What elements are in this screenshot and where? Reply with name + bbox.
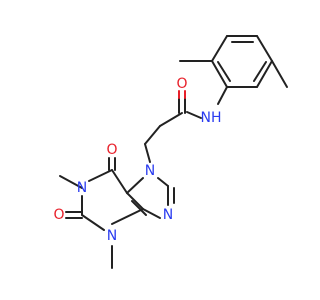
bond-c2-n3 xyxy=(81,214,105,231)
bond-n9-c4 xyxy=(142,208,161,219)
atom-o-amide: O xyxy=(176,76,187,92)
bond-carbonyl-to-ch2 xyxy=(159,112,183,127)
purine-core xyxy=(59,157,175,269)
bond-ch2-ch2 xyxy=(144,125,161,145)
atom-labels: O NH N N N N O O xyxy=(53,76,221,244)
bond-ring-2 xyxy=(211,35,228,62)
atom-n1: N xyxy=(77,180,87,196)
bond-c5-c6 xyxy=(111,169,128,194)
bond-nh-to-carbonyl xyxy=(186,111,202,119)
atom-n3: N xyxy=(107,228,117,244)
structure-diagram: O NH N N N N O O xyxy=(53,35,288,269)
bond-ring-1 xyxy=(211,60,228,88)
bond-c5-n7 xyxy=(126,177,144,194)
molecule-canvas: O NH N N N N O O xyxy=(53,35,288,269)
bond-ring-4 xyxy=(256,35,273,62)
bond-ring-5 xyxy=(256,60,273,88)
atom-o6: O xyxy=(106,142,117,158)
bond-ch2-to-n7 xyxy=(144,143,151,163)
bond-methyl-right xyxy=(271,60,288,88)
bond-n3-c4 xyxy=(111,208,144,225)
amide-chain xyxy=(144,86,228,163)
phenyl-ring xyxy=(179,35,288,88)
bond-ring-double-a xyxy=(217,61,231,82)
bond-n7-c8 xyxy=(157,177,169,187)
atom-nh-amide: NH xyxy=(201,110,222,126)
atom-n9: N xyxy=(163,207,173,223)
bond-c4-c5-inner xyxy=(131,200,147,216)
bond-c6-n1 xyxy=(88,169,113,182)
bond-c4-c5 xyxy=(126,192,144,210)
bond-ring-double-c xyxy=(253,61,267,82)
atom-n7: N xyxy=(145,163,155,179)
bond-n1-methyl xyxy=(59,175,83,189)
bond-ring-to-nh xyxy=(217,86,228,105)
atom-o2: O xyxy=(53,207,64,223)
